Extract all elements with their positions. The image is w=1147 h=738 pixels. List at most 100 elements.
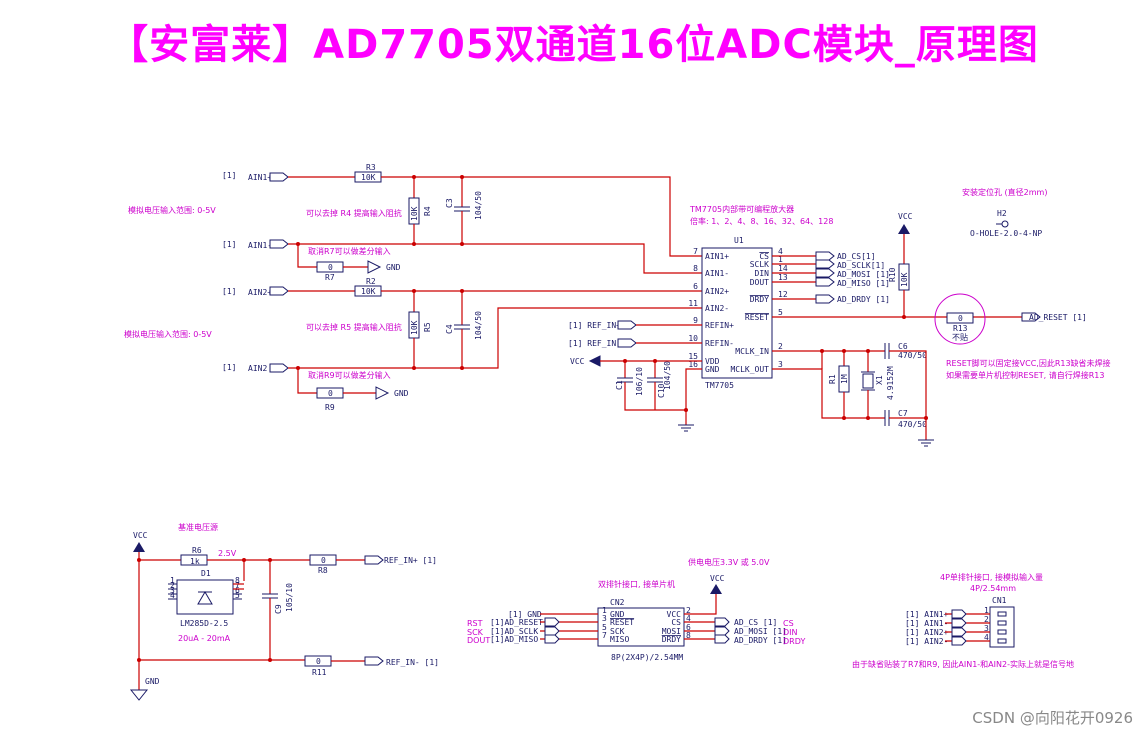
cn1-pin-1: 1 xyxy=(984,606,989,615)
admiso-label: AD_MISO [1] xyxy=(837,279,890,288)
cn2-pin-name-1: GND xyxy=(610,610,625,619)
gnd-symbol-r9 xyxy=(375,386,390,400)
u1-pin-5: 5 xyxy=(778,308,783,317)
resistor-r13 xyxy=(946,312,974,324)
watermark: CSDN @向阳花开0926 xyxy=(972,709,1133,727)
refinp-out-label: REF_IN+ [1] xyxy=(384,556,437,565)
u1-pin-name-4: CS xyxy=(759,252,769,261)
r13-label: R13 xyxy=(953,324,968,333)
u1-pin-name-10: REFIN- xyxy=(705,339,734,348)
c4-value: 104/50 xyxy=(474,311,483,340)
input-section: [1] AIN1+ 模拟电压输入范围: 0-5V [1] AIN1- [1] A… xyxy=(124,163,702,412)
gnd-symbol-vref xyxy=(129,689,149,701)
d1-current: 20uA - 20mA xyxy=(178,634,231,643)
port-ain2 xyxy=(269,363,289,373)
u1-pin-name-3: MCLK_OUT xyxy=(730,365,769,374)
cn2-pin-6: 6 xyxy=(686,623,691,632)
cn2-pin-2: 2 xyxy=(686,606,691,615)
cn2-title: 双排针接口, 接单片机 xyxy=(598,579,675,589)
d1-pin-8: 8 xyxy=(235,576,240,585)
range2-note: 模拟电压输入范围: 0-5V xyxy=(124,329,212,339)
cn2-pin-8: 8 xyxy=(686,631,691,640)
cn1-pin-2: 2 xyxy=(984,615,989,624)
r4-value: 10K xyxy=(410,206,419,221)
u1-pin-3: 3 xyxy=(778,360,783,369)
gnd-r7: GND xyxy=(386,263,401,272)
r3-label: R3 xyxy=(366,163,376,172)
v25-label: 2.5V xyxy=(218,549,237,558)
cn1-title: 4P单排针接口, 接模拟输入量 xyxy=(940,572,1043,582)
vcc-cn2: VCC xyxy=(710,574,725,583)
vcc-arrow-u1 xyxy=(588,355,601,367)
cn1-body xyxy=(989,606,1015,648)
r2-value: 10K xyxy=(361,287,376,296)
c1-label: C1 xyxy=(615,380,624,390)
c10-value: 104/50 xyxy=(663,361,672,390)
d1-pin-1: 1 xyxy=(170,576,175,585)
cn2-pin-name-8: DRDY xyxy=(662,635,681,644)
cn1-ain1n: [1] AIN1- xyxy=(905,619,948,628)
port-refinp-out xyxy=(364,555,384,565)
u1-part: TM7705 xyxy=(705,381,734,390)
vcc-u1: VCC xyxy=(570,357,585,366)
vcc-arrow-vref xyxy=(133,542,145,552)
ain1p-ref: [1] xyxy=(222,171,236,180)
cn2-pin-4: 4 xyxy=(686,614,691,623)
port-ain1n xyxy=(269,239,289,249)
cn1-part: 4P/2.54mm xyxy=(970,584,1016,593)
cn2-pin-1: 1 xyxy=(602,606,607,615)
h2-label: H2 xyxy=(997,209,1007,218)
cn2-sclk-label: [1]AD_SCLK xyxy=(490,627,538,636)
u1-pin-name-2: MCLK_IN xyxy=(735,347,769,356)
gnd-symbol-r7 xyxy=(367,260,382,274)
cn2-pin-5: 5 xyxy=(602,623,607,632)
r10-label: R10 xyxy=(888,267,897,282)
sig-drdy: DRDY xyxy=(783,637,805,646)
u1-pin-name-11: AIN2- xyxy=(705,304,729,313)
adsclk-label: AD_SCLK[1] xyxy=(837,261,885,270)
c10-label: C10 xyxy=(657,383,666,398)
r7-label: R7 xyxy=(325,273,335,282)
u1-pins: 7AIN1+8AIN1-6AIN2+11AIN2-9REFIN+10REFIN-… xyxy=(688,247,787,374)
ain2p-ref: [1] xyxy=(222,287,236,296)
d1-pin-7: 7 xyxy=(235,581,240,590)
r4-note: 可以去掉 R4 提高输入阻抗 xyxy=(306,208,402,218)
c3-value: 104/50 xyxy=(474,191,483,220)
refinn-out-label: REF_IN- [1] xyxy=(386,658,439,667)
ain1p-label: AIN1+ xyxy=(248,173,272,182)
u1-pin-name-16: GND xyxy=(705,365,720,374)
cn2-label: CN2 xyxy=(610,598,625,607)
r11-value: 0 xyxy=(316,657,321,666)
h2-value: O-HOLE-2.0-4-NP xyxy=(970,229,1042,238)
sig-dout: DOUT xyxy=(467,636,490,645)
u1-pin-16: 16 xyxy=(688,360,698,369)
u1-pin-name-6: AIN2+ xyxy=(705,287,729,296)
admosi-label: AD_MOSI [1] xyxy=(837,270,890,279)
ain1n-label: AIN1- xyxy=(248,241,272,250)
d1-pin-5: 5 xyxy=(235,591,240,600)
cn2-pin-name-3: RESET xyxy=(610,618,634,627)
page-title: 【安富莱】AD7705双通道16位ADC模块_原理图 xyxy=(108,22,1039,68)
d1-pin-4: 4 xyxy=(170,591,175,600)
cn2-pin-name-5: SCK xyxy=(610,627,625,636)
refinn-label: [1] REF_IN- xyxy=(568,339,621,348)
gnd-vref: GND xyxy=(145,677,160,686)
r6-label: R6 xyxy=(192,546,202,555)
r7-value: 0 xyxy=(328,263,333,272)
vcc-r10: VCC xyxy=(898,212,913,221)
r4-label: R4 xyxy=(423,206,432,216)
cn2-pin-name-6: MOSI xyxy=(662,627,681,636)
cn2-mosi-label: AD_MOSI [1] xyxy=(734,627,787,636)
u1-pin-name-7: AIN1+ xyxy=(705,252,729,261)
u1-pin-10: 10 xyxy=(688,334,698,343)
cn1-pin-3: 3 xyxy=(984,624,989,633)
adcs-label: AD_CS[1] xyxy=(837,252,876,261)
adreset-label: AD_RESET [1] xyxy=(1029,313,1087,322)
d1-part: LM285D-2.5 xyxy=(180,619,228,628)
sig-sck: SCK xyxy=(467,628,484,637)
u1-pin-name-8: AIN1- xyxy=(705,269,729,278)
supply-note: 供电电压3.3V 或 5.0V xyxy=(688,557,770,567)
